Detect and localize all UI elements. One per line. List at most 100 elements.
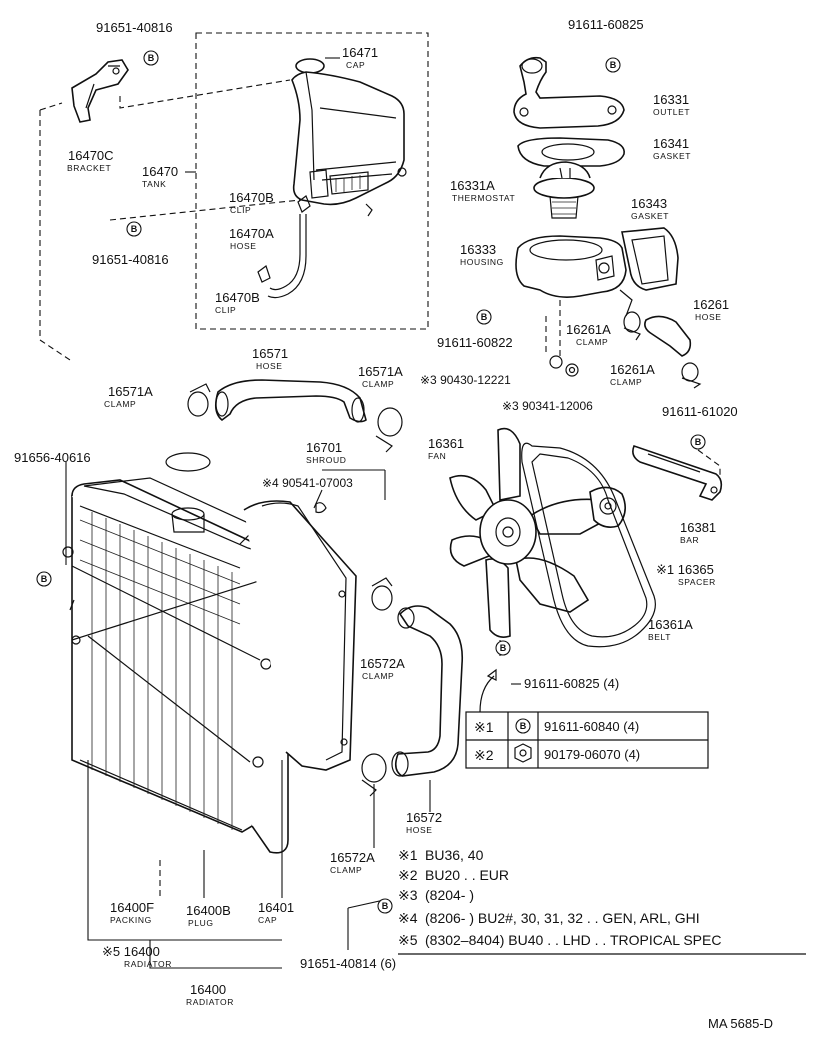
note-mark: ※2	[398, 867, 418, 883]
svg-text:91611-60825 (4): 91611-60825 (4)	[524, 676, 619, 691]
svg-text:16341: 16341	[653, 136, 689, 151]
housing-ref-dash	[545, 300, 561, 360]
bolt-table: ※1 B 91611-60840 (4) ※2 90179-06070 (4)	[465, 711, 709, 769]
svg-text:16401: 16401	[258, 900, 294, 915]
svg-text:SPACER: SPACER	[678, 577, 716, 587]
svg-text:CAP: CAP	[346, 60, 365, 70]
svg-text:CAP: CAP	[258, 915, 277, 925]
svg-text:91651-40816: 91651-40816	[92, 252, 169, 267]
svg-text:16470: 16470	[142, 164, 178, 179]
svg-text:CLAMP: CLAMP	[576, 337, 608, 347]
note-mark: ※3	[398, 887, 418, 903]
callout: 91651-40816	[92, 252, 169, 267]
svg-text:HOSE: HOSE	[256, 361, 283, 371]
svg-text:16470C: 16470C	[68, 148, 114, 163]
svg-text:B: B	[500, 643, 507, 653]
svg-text:HOSE: HOSE	[695, 312, 722, 322]
svg-text:GASKET: GASKET	[631, 211, 669, 221]
svg-text:CLAMP: CLAMP	[362, 671, 394, 681]
svg-text:16261: 16261	[693, 297, 729, 312]
radiator-drawing	[62, 452, 289, 854]
outlet-drawing	[513, 56, 625, 129]
svg-text:※3 90341-12006: ※3 90341-12006	[502, 399, 593, 413]
svg-text:HOSE: HOSE	[406, 825, 433, 835]
svg-text:16361: 16361	[428, 436, 464, 451]
lower-hose-drawing	[391, 605, 464, 777]
leader-91651-40814b	[347, 899, 385, 909]
callout: 91611-60825 (4)	[524, 676, 619, 691]
callout: ※3 90430-12221	[420, 373, 511, 387]
svg-text:※5 16400: ※5 16400	[102, 944, 160, 959]
svg-text:HOSE: HOSE	[230, 241, 257, 251]
svg-text:BRACKET: BRACKET	[67, 163, 111, 173]
callout: 91611-60822	[437, 335, 513, 350]
note-text: (8204- )	[425, 887, 474, 903]
svg-text:16261A: 16261A	[610, 362, 655, 377]
svg-text:B: B	[148, 53, 155, 63]
svg-text:BAR: BAR	[680, 535, 699, 545]
svg-text:TANK: TANK	[142, 179, 166, 189]
thermostat-drawing	[533, 161, 595, 219]
bolt-symbol-icon: B	[515, 718, 531, 734]
svg-text:※4 90541-07003: ※4 90541-07003	[262, 476, 353, 490]
svg-text:16470B: 16470B	[229, 190, 274, 205]
note-text: (8302–8404) BU40 . . LHD . . TROPICAL SP…	[425, 932, 721, 948]
svg-text:16400F: 16400F	[110, 900, 154, 915]
svg-text:16333: 16333	[460, 242, 496, 257]
tank-drawing	[291, 58, 407, 217]
svg-text:16470A: 16470A	[229, 226, 274, 241]
notes-block: ※1 BU36, 40 ※2 BU20 . . EUR ※3 (8204- ) …	[398, 847, 806, 955]
bolt-symbol-icon: B	[377, 898, 393, 914]
svg-text:91656-40616: 91656-40616	[14, 450, 91, 465]
svg-text:B: B	[131, 224, 138, 234]
svg-text:16331A: 16331A	[450, 178, 495, 193]
svg-text:※3 90430-12221: ※3 90430-12221	[420, 373, 511, 387]
svg-text:91611-61020: 91611-61020	[662, 404, 738, 419]
svg-text:16343: 16343	[631, 196, 667, 211]
clip-ref-dash	[109, 199, 301, 221]
svg-text:B: B	[41, 574, 48, 584]
note-text: BU20 . . EUR	[425, 867, 509, 883]
svg-text:SHROUD: SHROUD	[306, 455, 346, 465]
svg-text:CLAMP: CLAMP	[104, 399, 136, 409]
svg-text:B: B	[481, 312, 488, 322]
svg-text:HOUSING: HOUSING	[460, 257, 504, 267]
belt-drawing	[521, 442, 656, 648]
svg-text:16571A: 16571A	[358, 364, 403, 379]
callout: 91651-40816	[96, 20, 173, 35]
svg-text:16400: 16400	[190, 982, 226, 997]
bolt-table-mark: ※2	[474, 747, 494, 763]
svg-text:16331: 16331	[653, 92, 689, 107]
note-text: BU36, 40	[425, 847, 484, 863]
svg-text:FAN: FAN	[428, 451, 446, 461]
svg-text:91611-60825: 91611-60825	[568, 17, 644, 32]
svg-text:CLIP: CLIP	[230, 205, 251, 215]
bolt-symbol-icon: B	[605, 57, 621, 73]
bolt-table-part: 90179-06070 (4)	[544, 747, 640, 762]
svg-text:CLIP: CLIP	[215, 305, 236, 315]
svg-text:16701: 16701	[306, 440, 342, 455]
callout: 91611-61020	[662, 404, 738, 419]
svg-text:THERMOSTAT: THERMOSTAT	[452, 193, 515, 203]
svg-text:16572A: 16572A	[330, 850, 375, 865]
svg-text:16361A: 16361A	[648, 617, 693, 632]
